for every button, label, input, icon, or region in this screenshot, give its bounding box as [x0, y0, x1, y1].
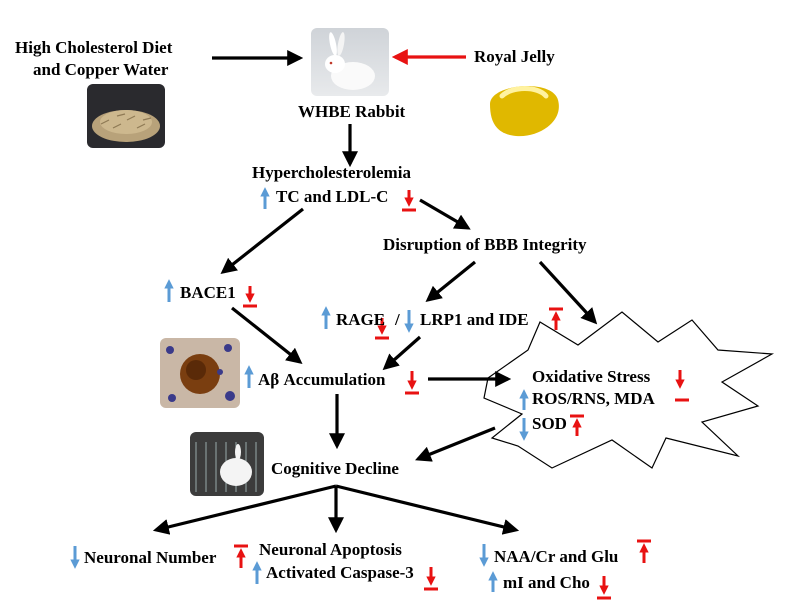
amyloid-plaque-histology-photo: [160, 338, 240, 408]
royal-jelly-photo: [482, 76, 564, 140]
ros-rns-mda-label: ROS/RNS, MDA: [532, 389, 655, 408]
change-arrows: [70, 187, 529, 592]
diet-label-line2: and Copper Water: [33, 60, 169, 79]
bbb-disruption-label: Disruption of BBB Integrity: [383, 235, 587, 254]
bace1-label: BACE1: [180, 283, 236, 302]
sod-label: SOD: [532, 414, 567, 433]
rabbit-label: WHBE Rabbit: [298, 102, 406, 121]
neuronal-number-label: Neuronal Number: [84, 548, 217, 567]
diet-label-line1: High Cholesterol Diet: [15, 38, 173, 57]
reversal-marks: [234, 190, 689, 600]
tc-ldl-label: TC and LDL-C: [276, 187, 389, 206]
flow-arrows: [152, 50, 598, 535]
abeta-accumulation-label: Aβ Accumulation: [258, 370, 386, 389]
rage-label: RAGE: [336, 310, 386, 329]
royal-jelly-label: Royal Jelly: [474, 47, 555, 66]
lrp1-ide-label: LRP1 and IDE: [420, 310, 529, 329]
mi-cho-label: mI and Cho: [503, 573, 590, 592]
naa-cr-glu-label: NAA/Cr and Glu: [494, 547, 619, 566]
chow-pellets-photo: [87, 84, 165, 148]
white-rabbit-photo: [311, 28, 389, 96]
cognitive-decline-label: Cognitive Decline: [271, 459, 399, 478]
rage-separator: /: [395, 310, 400, 329]
caged-rabbit-photo: [190, 432, 264, 496]
neuronal-apoptosis-label: Neuronal Apoptosis: [259, 540, 402, 559]
oxidative-stress-label: Oxidative Stress: [532, 367, 651, 386]
activated-caspase3-label: Activated Caspase-3: [266, 563, 414, 582]
oxidative-stress-burst: [483, 311, 775, 469]
hypercholesterolemia-label: Hypercholesterolemia: [252, 163, 411, 182]
